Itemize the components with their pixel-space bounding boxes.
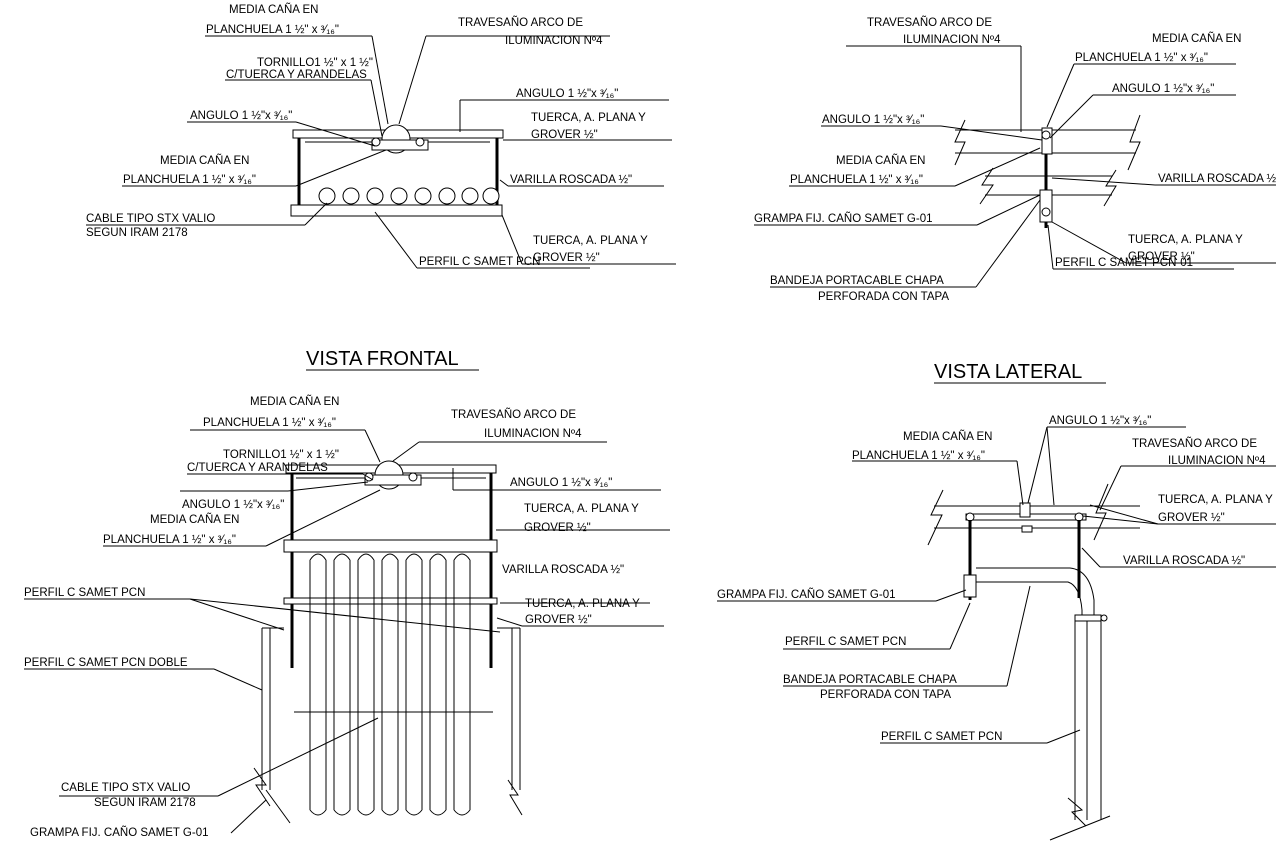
view-frontal-upper: MEDIA CAÑA EN PLANCHUELA 1 ½" x ³⁄₁₆" TR… [86, 3, 676, 371]
label-media-cana-spec: PLANCHUELA 1 ½" x ³⁄₁₆" [1075, 52, 1208, 64]
label-grampa: GRAMPA FIJ. CAÑO SAMET G-01 [30, 826, 209, 839]
label-tornillo: TORNILLO1 ½" x 1 ½" [223, 449, 339, 461]
label-travesano-spec: ILUMINACION Nº4 [1168, 455, 1266, 467]
label-tuerca: TUERCA, A. PLANA Y [1128, 234, 1243, 246]
label-angulo-left: ANGULO 1 ½"x ³⁄₁₆" [182, 499, 284, 511]
label-tuerca-bot: TUERCA, A. PLANA Y [525, 598, 640, 610]
label-bandeja: BANDEJA PORTACABLE CHAPA [770, 275, 944, 287]
label-perfil: PERFIL C SAMET PCN [419, 256, 540, 268]
label-travesano-spec: ILUMINACION Nº4 [505, 35, 603, 47]
label-tornillo-spec: C/TUERCA Y ARANDELAS [187, 462, 328, 474]
label-varilla: VARILLA ROSCADA ½" [510, 174, 632, 186]
label-cable-spec: SEGUN IRAM 2178 [86, 227, 188, 239]
channel-profile [283, 539, 498, 553]
label-media-cana-b-spec: PLANCHUELA 1 ½" x ³⁄₁₆" [123, 174, 256, 186]
view-title-frontal: VISTA FRONTAL [306, 348, 459, 370]
label-tuerca-bot: TUERCA, A. PLANA Y [533, 235, 648, 247]
label-varilla: VARILLA ROSCADA ½" [502, 564, 624, 576]
label-tuerca: TUERCA, A. PLANA Y [1158, 494, 1273, 506]
label-bandeja-spec: PERFORADA CON TAPA [818, 291, 949, 303]
label-travesano-spec: ILUMINACION Nº4 [484, 428, 582, 440]
label-perfil-doble: PERFIL C SAMET PCN DOBLE [24, 657, 188, 669]
label-tuerca-bot-spec: GROVER ½" [533, 252, 600, 264]
label-media-cana: MEDIA CAÑA EN [1152, 32, 1241, 45]
label-media-cana: MEDIA CAÑA EN [229, 3, 318, 16]
label-angulo-right: ANGULO 1 ½"x ³⁄₁₆" [1112, 83, 1214, 95]
label-media-cana-b: MEDIA CAÑA EN [836, 154, 925, 167]
view-lateral-lower: ANGULO 1 ½"x ³⁄₁₆" MEDIA CAÑA EN PLANCHU… [717, 415, 1276, 841]
label-media-cana-spec: PLANCHUELA 1 ½" x ³⁄₁₆" [852, 450, 985, 462]
label-tuerca-spec: GROVER ½" [1128, 251, 1195, 263]
label-tuerca-bot-spec: GROVER ½" [525, 614, 592, 626]
label-travesano: TRAVESAÑO ARCO DE [1132, 437, 1257, 450]
label-perfil-2: PERFIL C SAMET PCN [881, 731, 1002, 743]
label-tuerca-top: TUERCA, A. PLANA Y [531, 112, 646, 124]
label-media-cana-spec: PLANCHUELA 1 ½" x ³⁄₁₆" [203, 417, 336, 429]
label-tuerca-top-spec: GROVER ½" [531, 129, 598, 141]
label-tuerca-spec: GROVER ½" [1158, 512, 1225, 524]
label-perfil: PERFIL C SAMET PCN-01 [1055, 257, 1193, 269]
view-frontal-lower: MEDIA CAÑA EN PLANCHUELA 1 ½" x ³⁄₁₆" TR… [24, 395, 670, 839]
label-media-cana-spec: PLANCHUELA 1 ½" x ³⁄₁₆" [206, 24, 339, 36]
label-perfil: PERFIL C SAMET PCN [24, 587, 145, 599]
label-media-cana: MEDIA CAÑA EN [903, 430, 992, 443]
label-bandeja: BANDEJA PORTACABLE CHAPA [783, 674, 957, 686]
label-media-cana-b: MEDIA CAÑA EN [160, 154, 249, 167]
label-angulo-left: ANGULO 1 ½"x ³⁄₁₆" [822, 114, 924, 126]
view-lateral-upper: TRAVESAÑO ARCO DE ILUMINACION Nº4 MEDIA … [754, 16, 1276, 384]
label-travesano: TRAVESAÑO ARCO DE [867, 16, 992, 29]
label-travesano-spec: ILUMINACION Nº4 [903, 34, 1001, 46]
label-tornillo: TORNILLO1 ½" x 1 ½" [257, 57, 373, 69]
label-media-cana-b: MEDIA CAÑA EN [150, 513, 239, 526]
label-grampa: GRAMPA FIJ. CAÑO SAMET G-01 [754, 212, 933, 225]
label-angulo: ANGULO 1 ½"x ³⁄₁₆" [1049, 415, 1151, 427]
label-media-cana-b-spec: PLANCHUELA 1 ½" x ³⁄₁₆" [790, 174, 923, 186]
label-media-cana-b-spec: PLANCHUELA 1 ½" x ³⁄₁₆" [103, 534, 236, 546]
label-tuerca-top-spec: GROVER ½" [524, 522, 591, 534]
label-grampa: GRAMPA FIJ. CAÑO SAMET G-01 [717, 588, 896, 601]
label-angulo-right: ANGULO 1 ½"x ³⁄₁₆" [516, 88, 618, 100]
half-pipe-clamp [364, 474, 422, 486]
label-travesano: TRAVESAÑO ARCO DE [451, 408, 576, 421]
view-title-lateral: VISTA LATERAL [934, 361, 1082, 383]
label-perfil-1: PERFIL C SAMET PCN [785, 636, 906, 648]
label-bandeja-spec: PERFORADA CON TAPA [820, 689, 951, 701]
label-varilla: VARILLA ROSCADA ½" [1158, 173, 1276, 185]
label-angulo-left: ANGULO 1 ½"x ³⁄₁₆" [190, 110, 292, 122]
label-angulo-right: ANGULO 1 ½"x ³⁄₁₆" [510, 477, 612, 489]
label-varilla: VARILLA ROSCADA ½" [1123, 555, 1245, 567]
label-cable: CABLE TIPO STX VALIO [61, 782, 190, 794]
channel-profile [290, 204, 503, 217]
cable-row [318, 187, 500, 205]
cable-bundle [309, 553, 471, 816]
label-cable: CABLE TIPO STX VALIO [86, 213, 215, 225]
label-travesano: TRAVESAÑO ARCO DE [458, 16, 583, 29]
label-cable-spec: SEGUN IRAM 2178 [94, 797, 196, 809]
label-tuerca-top: TUERCA, A. PLANA Y [524, 503, 639, 515]
label-media-cana: MEDIA CAÑA EN [250, 395, 339, 408]
label-tornillo-spec: C/TUERCA Y ARANDELAS [226, 69, 367, 81]
